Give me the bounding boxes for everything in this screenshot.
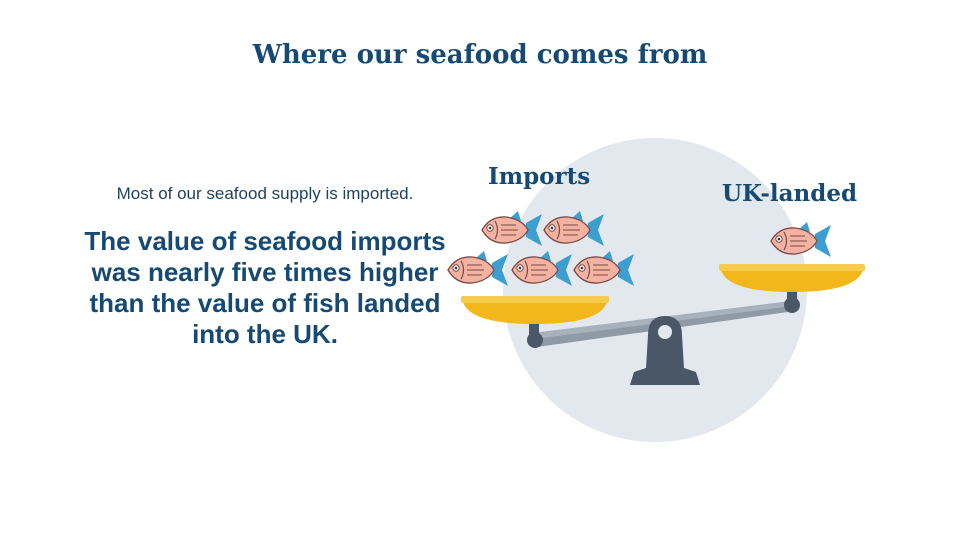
right-pan-hanger — [787, 287, 797, 305]
uk-landed-label: UK-landed — [722, 180, 858, 207]
stand-pivot-icon — [658, 325, 672, 339]
scale-stand — [630, 316, 700, 385]
highlight-statement: The value of seafood imports was nearly … — [84, 226, 446, 349]
imports-label: Imports — [488, 163, 591, 190]
left-pan-hanger — [529, 313, 539, 339]
left-pivot-icon — [527, 332, 543, 348]
right-pivot-icon — [784, 297, 800, 313]
left-pan — [461, 296, 609, 324]
page-title: Where our seafood comes from — [252, 40, 708, 70]
intro-text: Most of our seafood supply is imported. — [116, 184, 414, 203]
fish-icon — [447, 250, 509, 287]
right-pan — [719, 264, 865, 292]
